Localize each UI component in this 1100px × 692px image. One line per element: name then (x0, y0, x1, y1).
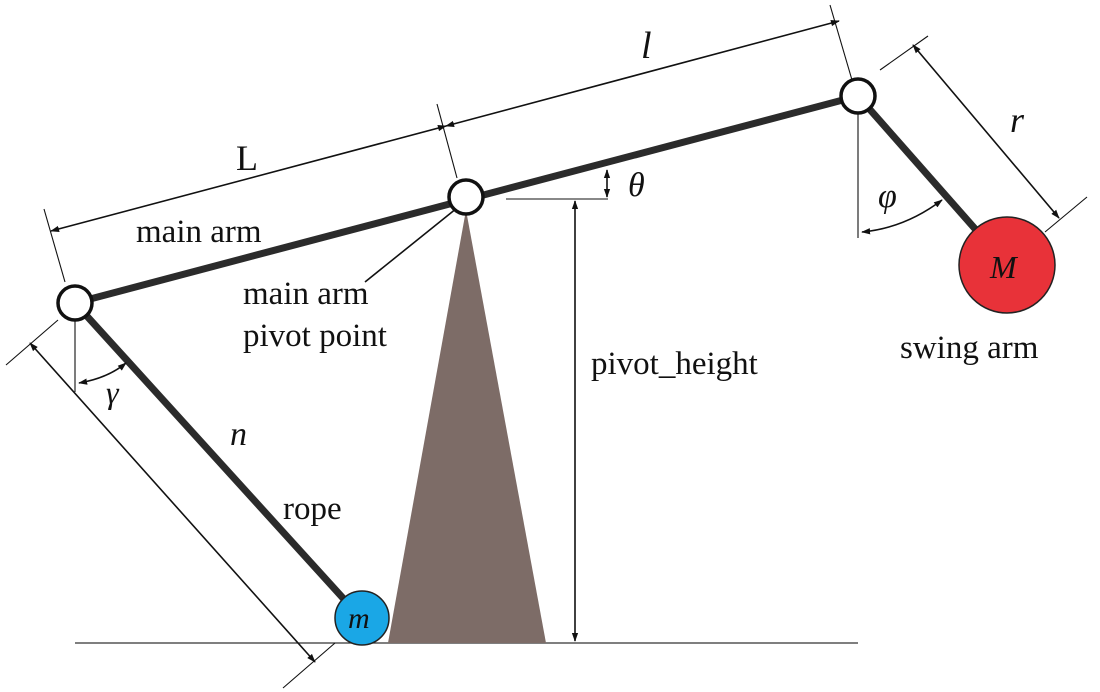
counterweight-mass (958, 216, 1056, 314)
label-gamma: γ (106, 374, 120, 410)
dimension-n (5, 319, 336, 689)
label-pivot-line1: main arm (243, 276, 369, 312)
label-pivot-height: pivot_height (591, 346, 758, 382)
left-joint (56, 284, 94, 322)
label-theta: θ (628, 167, 645, 204)
label-main-arm: main arm (136, 214, 262, 250)
label-m: m (348, 602, 370, 635)
label-n: n (230, 416, 247, 453)
swing-arm-rod (855, 93, 987, 242)
label-M: M (989, 249, 1019, 285)
angle-phi (857, 114, 943, 238)
projectile-mass (334, 590, 390, 646)
angle-gamma (74, 320, 127, 392)
label-r: r (1010, 100, 1025, 140)
dimension-r (879, 35, 1088, 233)
swing-joint (839, 77, 877, 115)
label-L: L (236, 138, 258, 178)
label-rope: rope (283, 491, 342, 527)
label-phi: φ (878, 178, 897, 215)
label-swing-arm: swing arm (900, 330, 1039, 366)
dimension-l (445, 4, 853, 127)
tower (388, 210, 546, 643)
dimension-L (43, 103, 458, 283)
dimension-pivot-height (506, 198, 608, 642)
pivot-pointer (364, 203, 463, 283)
label-l: l (641, 25, 652, 67)
main-pivot-joint (447, 178, 485, 216)
label-pivot-line2: pivot point (243, 318, 387, 354)
